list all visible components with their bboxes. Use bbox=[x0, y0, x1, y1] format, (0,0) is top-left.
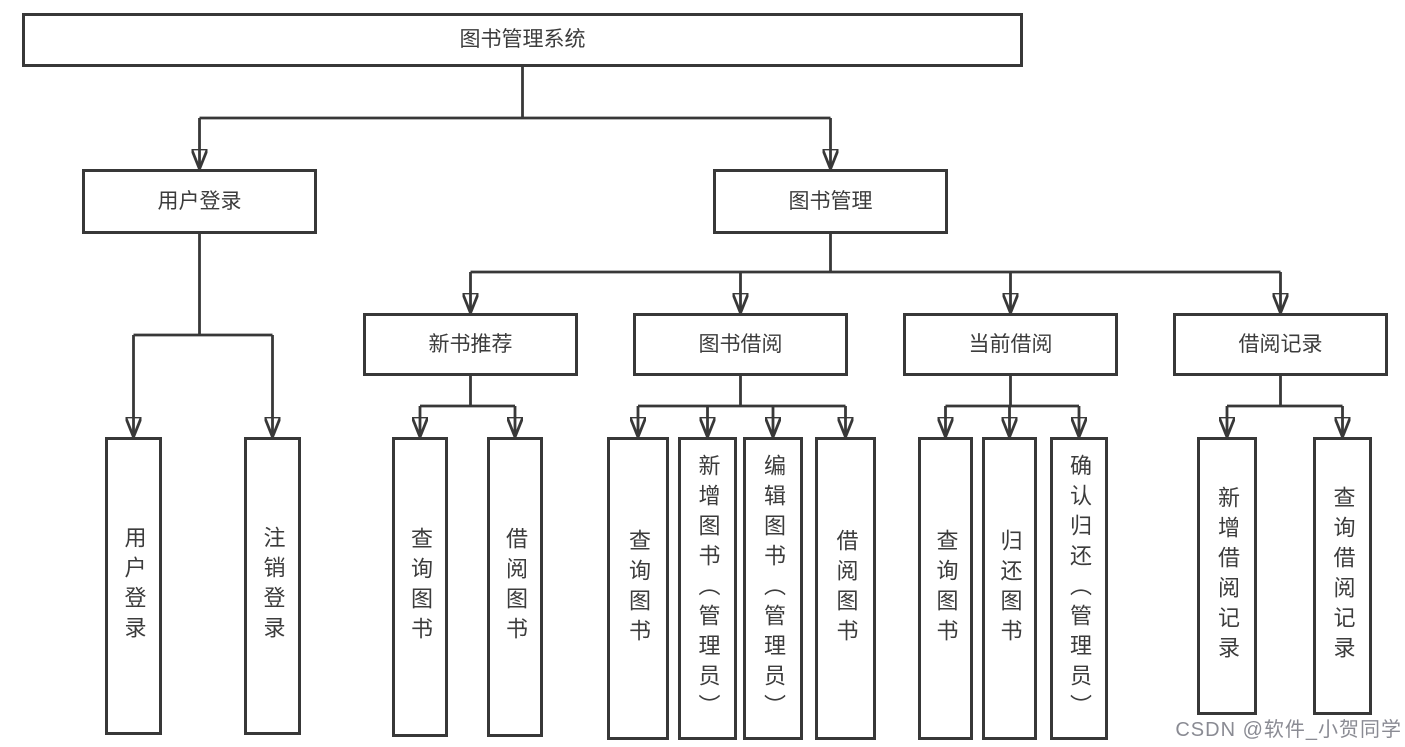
connector-book-borrow-branch bbox=[638, 376, 846, 436]
leaf-query-book-recommend-label: 查询图书 bbox=[408, 527, 433, 647]
node-book-borrow-label: 图书借阅 bbox=[698, 332, 783, 356]
node-book-management-label: 图书管理 bbox=[788, 189, 873, 213]
connector-new-book-branch bbox=[420, 376, 515, 436]
leaf-edit-book-admin-label: 编辑图书（管理员） bbox=[761, 453, 786, 724]
leaf-query-book-current-label: 查询图书 bbox=[933, 528, 959, 649]
leaf-borrow-book-recommend: 借阅图书 bbox=[487, 437, 543, 737]
leaf-logout-label: 注销登录 bbox=[260, 526, 286, 646]
leaf-add-borrow-record: 新增借阅记录 bbox=[1197, 437, 1257, 715]
node-borrow-records: 借阅记录 bbox=[1173, 313, 1388, 376]
leaf-confirm-return-admin: 确认归还（管理员） bbox=[1050, 437, 1108, 740]
node-book-management: 图书管理 bbox=[713, 169, 948, 234]
leaf-query-borrow-record: 查询借阅记录 bbox=[1313, 437, 1372, 715]
leaf-query-book-borrow-label: 查询图书 bbox=[626, 528, 651, 649]
node-new-book-recommend-label: 新书推荐 bbox=[428, 332, 513, 356]
leaf-query-book-borrow: 查询图书 bbox=[607, 437, 669, 740]
leaf-return-book: 归还图书 bbox=[982, 437, 1037, 740]
leaf-query-book-current: 查询图书 bbox=[918, 437, 973, 740]
leaf-user-login: 用户登录 bbox=[105, 437, 162, 735]
leaf-query-borrow-record-label: 查询借阅记录 bbox=[1330, 486, 1356, 666]
node-new-book-recommend: 新书推荐 bbox=[363, 313, 578, 376]
node-book-borrow: 图书借阅 bbox=[633, 313, 848, 376]
leaf-logout: 注销登录 bbox=[244, 437, 301, 735]
connector-root-branch bbox=[200, 67, 831, 168]
node-root: 图书管理系统 bbox=[22, 13, 1023, 67]
node-borrow-records-label: 借阅记录 bbox=[1238, 332, 1323, 356]
leaf-confirm-return-admin-label: 确认归还（管理员） bbox=[1067, 453, 1092, 724]
leaf-add-book-admin-label: 新增图书（管理员） bbox=[695, 453, 721, 724]
connector-user-login-branch bbox=[134, 234, 273, 436]
node-current-borrow: 当前借阅 bbox=[903, 313, 1118, 376]
connector-current-borrow-branch bbox=[946, 376, 1080, 436]
csdn-watermark: CSDN @软件_小贺同学 bbox=[1175, 719, 1402, 741]
node-root-label: 图书管理系统 bbox=[459, 28, 586, 52]
leaf-user-login-label: 用户登录 bbox=[121, 526, 147, 646]
leaf-borrow-book-recommend-label: 借阅图书 bbox=[503, 527, 528, 647]
leaf-add-borrow-record-label: 新增借阅记录 bbox=[1215, 486, 1240, 666]
leaf-return-book-label: 归还图书 bbox=[997, 528, 1023, 649]
leaf-query-book-recommend: 查询图书 bbox=[392, 437, 448, 737]
connector-borrow-record-branch bbox=[1227, 376, 1343, 436]
leaf-borrow-book: 借阅图书 bbox=[815, 437, 876, 740]
node-current-borrow-label: 当前借阅 bbox=[968, 332, 1053, 356]
connector-book-mgmt-branch bbox=[471, 234, 1281, 312]
node-user-login-label: 用户登录 bbox=[157, 189, 242, 213]
node-user-login: 用户登录 bbox=[82, 169, 317, 234]
leaf-borrow-book-label: 借阅图书 bbox=[833, 528, 859, 649]
leaf-edit-book-admin: 编辑图书（管理员） bbox=[743, 437, 803, 740]
leaf-add-book-admin: 新增图书（管理员） bbox=[678, 437, 737, 740]
